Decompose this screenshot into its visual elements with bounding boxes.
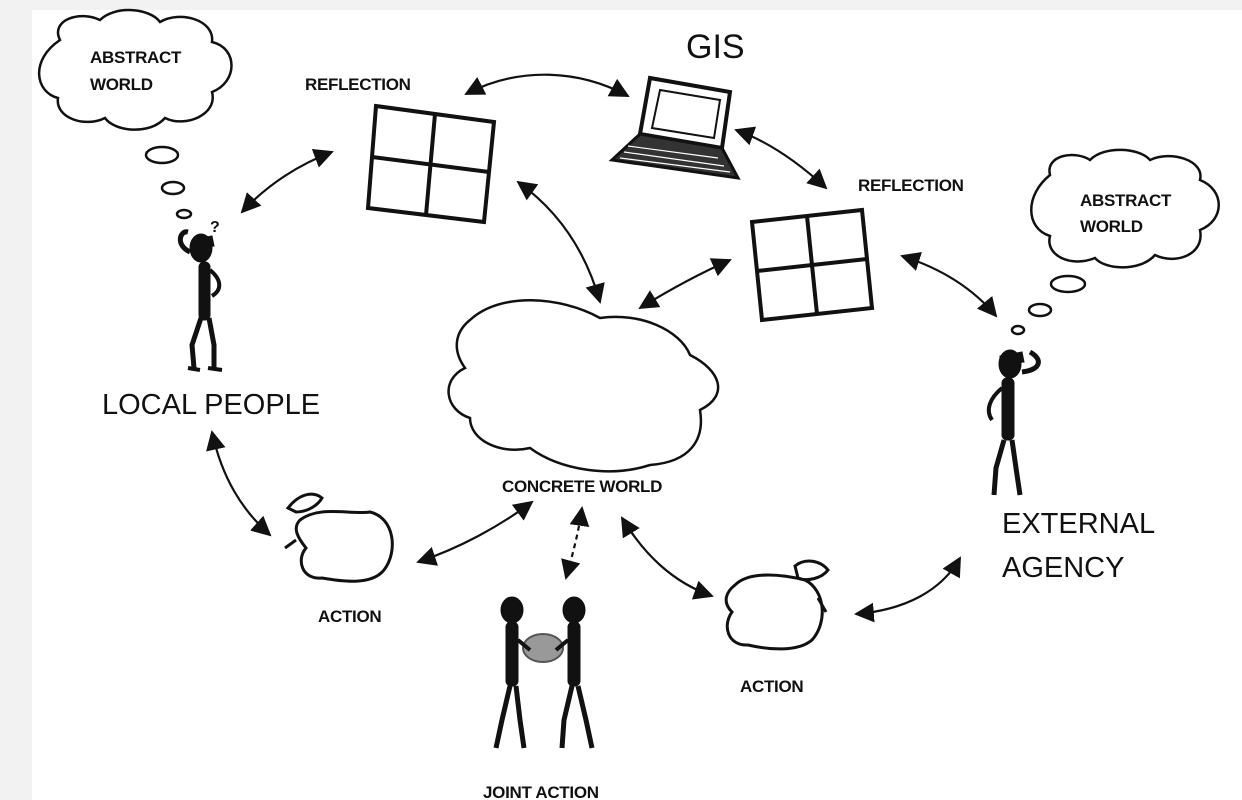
- svg-text:?: ?: [210, 219, 220, 236]
- arrow-concrete-action-right: [620, 516, 714, 600]
- external-agency-label-line2: AGENCY: [1002, 552, 1124, 584]
- joint-action-label: JOINT ACTION: [483, 783, 599, 800]
- local-people-figure: ?: [177, 219, 223, 372]
- abstract-world-left-line2: WORLD: [90, 75, 153, 94]
- laptop-icon: [608, 75, 741, 180]
- arrow-reflection-external: [900, 251, 998, 318]
- thought-bubbles-left: [144, 145, 193, 220]
- concrete-world-label: CONCRETE WORLD: [502, 477, 662, 496]
- reflection-map-right: [749, 207, 875, 323]
- abstract-world-left-line1: ABSTRACT: [90, 48, 182, 67]
- reflection-right-label: REFLECTION: [858, 176, 964, 195]
- abstract-world-right-line2: WORLD: [1080, 217, 1143, 236]
- external-agency-figure: [986, 349, 1041, 496]
- joint-action-figures: [493, 596, 595, 749]
- reflection-left-label: REFLECTION: [305, 75, 411, 94]
- reflection-map-left: [365, 103, 497, 225]
- concrete-world-shape: [447, 299, 720, 473]
- arrow-action-right-external: [854, 556, 961, 623]
- arrow-concrete-joint: [561, 506, 590, 580]
- thought-bubbles-right: [1010, 274, 1087, 336]
- action-left-icon: [284, 492, 394, 583]
- arrow-reflection-right-concrete: [638, 258, 732, 310]
- arrow-reflection-gis: [464, 73, 630, 97]
- action-right-icon: [724, 559, 830, 651]
- thought-cloud-right: ABSTRACT WORLD: [1030, 148, 1220, 269]
- arrow-local-reflection: [240, 148, 334, 214]
- gis-label: GIS: [686, 28, 745, 66]
- arrow-reflection-concrete: [516, 180, 605, 304]
- action-right-label: ACTION: [740, 677, 803, 696]
- arrow-action-concrete: [416, 500, 534, 566]
- action-left-label: ACTION: [318, 607, 381, 626]
- arrow-gis-reflection-right: [734, 126, 828, 190]
- arrow-local-action: [206, 430, 272, 537]
- external-agency-label-line1: EXTERNAL: [1002, 508, 1155, 540]
- thought-cloud-left: ABSTRACT WORLD: [37, 8, 233, 131]
- abstract-world-right-line1: ABSTRACT: [1080, 191, 1172, 210]
- local-people-label: LOCAL PEOPLE: [102, 389, 320, 421]
